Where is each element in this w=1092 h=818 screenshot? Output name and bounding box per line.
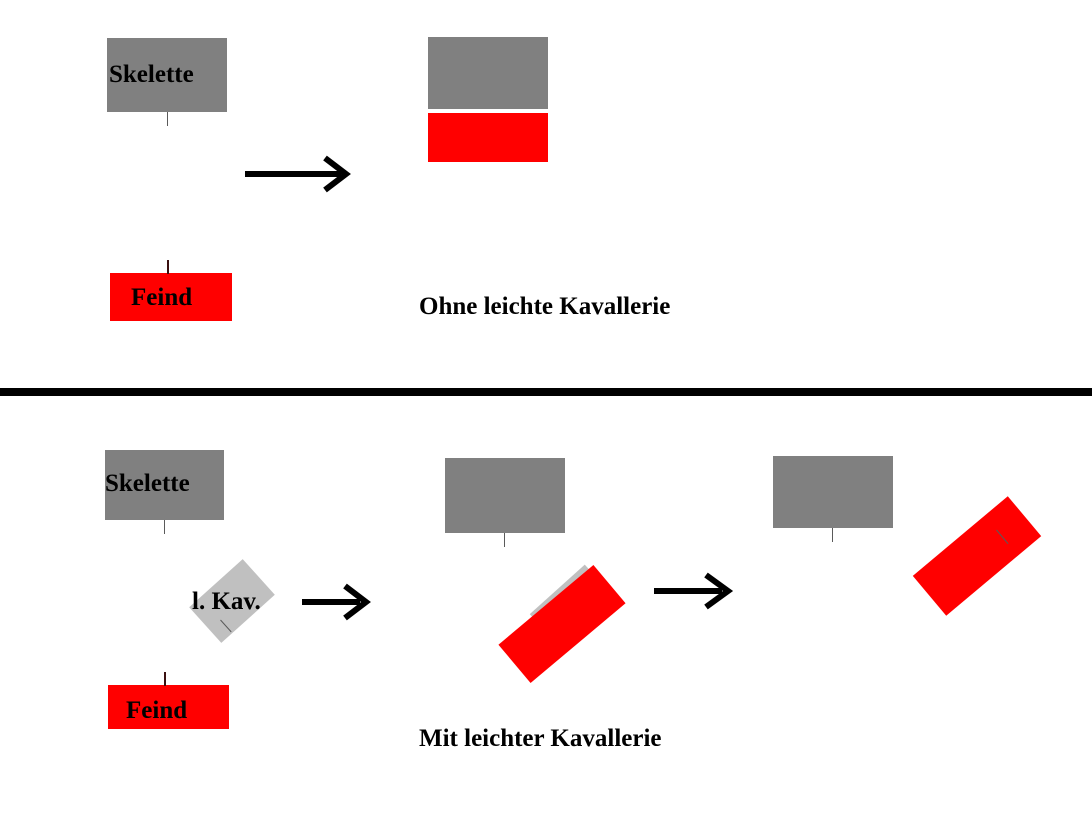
skeleton-unit-start-2-label: Skelette xyxy=(105,470,190,497)
arrow-bottom-2 xyxy=(652,572,734,610)
skeleton-unit-start xyxy=(107,38,227,112)
section-divider xyxy=(0,388,1092,396)
skeleton-unit-mid xyxy=(445,458,565,533)
arrow-right-icon xyxy=(654,572,734,610)
skeleton-unit-start-2 xyxy=(105,450,224,520)
skeleton-unit-end-tick xyxy=(832,528,833,542)
enemy-unit-start-2-tick xyxy=(164,672,166,686)
skeleton-unit-mid-tick xyxy=(504,533,505,547)
light-cavalry-unit-label: l. Kav. xyxy=(192,588,261,615)
arrow-top xyxy=(243,155,353,193)
arrow-right-icon xyxy=(302,583,371,621)
skeleton-unit-start-2-tick xyxy=(164,520,165,534)
enemy-unit-start-label: Feind xyxy=(131,284,193,311)
enemy-unit-start-tick xyxy=(167,260,169,274)
enemy-unit-mid xyxy=(498,564,626,684)
enemy-unit-end xyxy=(912,496,1042,616)
skeleton-unit-start-tick xyxy=(167,112,168,126)
arrow-right-icon xyxy=(245,155,351,193)
enemy-unit-start xyxy=(110,273,232,321)
skeleton-unit-end xyxy=(773,456,893,528)
skeleton-unit-result xyxy=(428,37,548,109)
enemy-unit-result xyxy=(428,113,548,162)
skeleton-unit-start-label: Skelette xyxy=(109,61,194,88)
enemy-unit-start-2 xyxy=(108,685,229,729)
enemy-unit-start-2-label: Feind xyxy=(126,697,188,724)
caption-bottom: Mit leichter Kavallerie xyxy=(419,725,662,752)
caption-top: Ohne leichte Kavallerie xyxy=(419,293,671,320)
arrow-bottom-1 xyxy=(300,583,372,621)
